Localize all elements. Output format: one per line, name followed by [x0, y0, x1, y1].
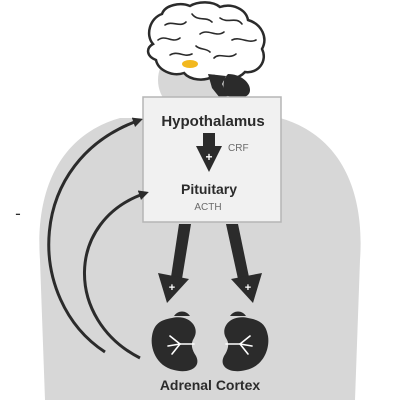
crf-plus-sign: + — [205, 150, 212, 164]
acth-label: ACTH — [194, 202, 221, 213]
negative-feedback-sign: - — [15, 204, 21, 223]
left-plus-sign: + — [169, 282, 175, 294]
feedback-arrow-to-hypothalamus — [47, 117, 143, 354]
left-adrenal-arrow: + — [158, 224, 191, 303]
left-kidney-icon — [151, 311, 198, 372]
brain-icon — [146, 1, 266, 98]
pituitary-label: Pituitary — [181, 181, 237, 197]
cerebellum — [223, 74, 250, 98]
hypothalamus-label: Hypothalamus — [161, 113, 264, 130]
crf-label: CRF — [228, 143, 249, 154]
adrenal-cortex-label: Adrenal Cortex — [160, 377, 261, 393]
right-plus-sign: + — [245, 282, 251, 294]
hypothalamus-highlight — [182, 60, 198, 68]
feedback-arrow-to-pituitary — [83, 190, 149, 360]
brainstem — [208, 74, 228, 98]
right-adrenal-arrow: + — [226, 224, 262, 303]
right-kidney-icon — [222, 311, 269, 372]
crf-arrow: + — [196, 133, 222, 172]
